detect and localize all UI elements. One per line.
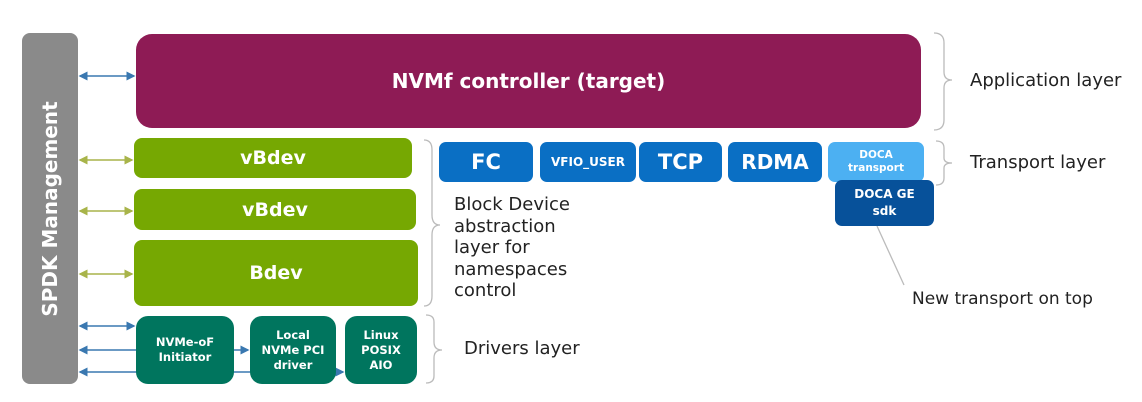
bracket-drivers	[425, 314, 443, 384]
vbdev-label-1: vBdev	[240, 147, 306, 169]
doca-transport-line: transport	[848, 162, 904, 174]
doca-ge-line: DOCA GE	[854, 187, 915, 201]
callout-line-new-transport	[876, 225, 905, 286]
application-layer-label: Application layer	[970, 70, 1122, 91]
transport-vfio-user-box: VFIO_USER	[540, 142, 636, 182]
driver-label-line: POSIX	[361, 342, 401, 357]
driver-label-line: driver	[273, 357, 313, 372]
nvmf-controller-label: NVMf controller (target)	[391, 69, 666, 93]
driver-label-line: AIO	[369, 357, 393, 372]
block-device-line: layer for	[454, 237, 530, 258]
block-device-line: Block Device	[454, 194, 570, 215]
block-device-layer-label: Block Device abstraction layer for names…	[454, 194, 570, 302]
new-transport-label: New transport on top	[912, 289, 1093, 309]
block-device-line: control	[454, 280, 517, 301]
spdk-management-bar: SPDK Management	[22, 33, 78, 384]
driver-label-line: Linux	[363, 327, 399, 342]
driver-label-line: Initiator	[158, 350, 212, 364]
doca-ge-sdk-box: DOCA GE sdk	[835, 180, 934, 226]
block-device-line: namespaces	[454, 258, 568, 280]
doca-transport-line: DOCA	[859, 149, 893, 161]
block-device-line: abstraction	[454, 215, 556, 237]
bracket-transport	[935, 140, 953, 186]
nvmf-controller-box: NVMf controller (target)	[136, 34, 921, 128]
transport-rdma-label: RDMA	[741, 150, 809, 174]
driver-label-line: NVMe PCI	[261, 342, 325, 357]
transport-rdma-box: RDMA	[728, 142, 822, 182]
driver-label-line: Local	[276, 327, 310, 342]
transport-fc-label: FC	[471, 150, 501, 174]
transport-tcp-box: TCP	[639, 142, 722, 182]
bdev-box: Bdev	[134, 240, 418, 306]
drivers-layer-label: Drivers layer	[464, 338, 580, 359]
spdk-management-label: SPDK Management	[38, 100, 62, 317]
bracket-block-device	[423, 139, 441, 307]
transport-tcp-label: TCP	[657, 150, 704, 174]
doca-ge-line: sdk	[872, 204, 897, 218]
bdev-label: Bdev	[249, 262, 303, 284]
driver-label-line: NVMe-oF	[155, 335, 215, 349]
vbdev-box-2: vBdev	[134, 189, 416, 230]
transport-layer-label: Transport layer	[970, 152, 1106, 173]
vbdev-box-1: vBdev	[134, 138, 412, 178]
bracket-application	[933, 32, 953, 131]
transport-vfio-user-label: VFIO_USER	[551, 155, 625, 169]
transport-fc-box: FC	[439, 142, 533, 182]
vbdev-label-2: vBdev	[242, 198, 308, 221]
